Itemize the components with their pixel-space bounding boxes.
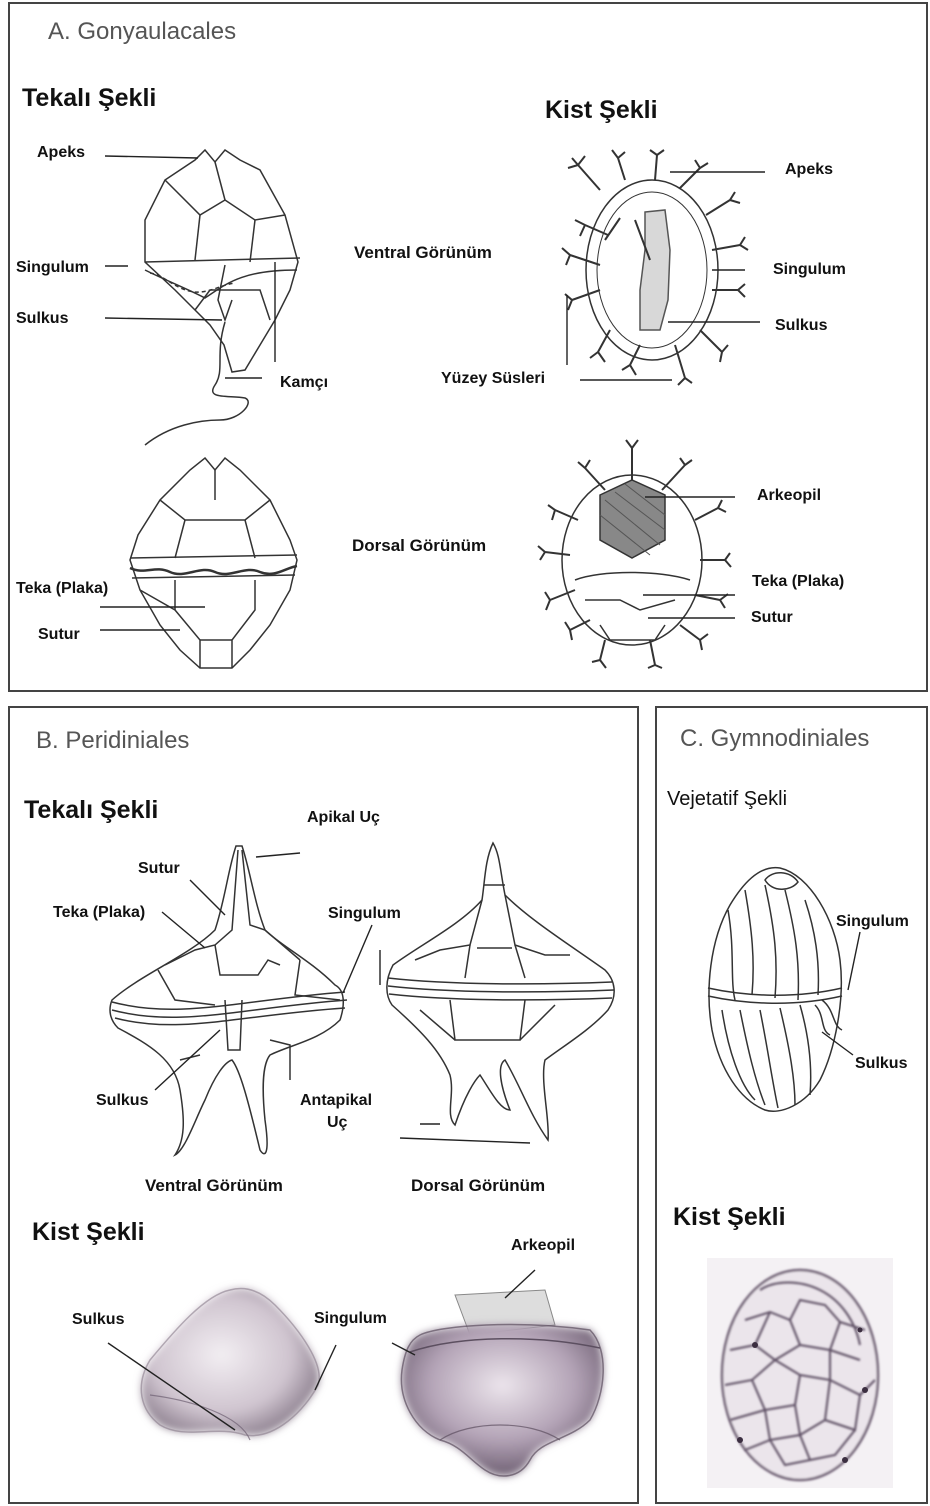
label-c-sulcus: Sulkus bbox=[855, 1056, 907, 1072]
label-c-cingulum: Singulum bbox=[836, 914, 909, 930]
